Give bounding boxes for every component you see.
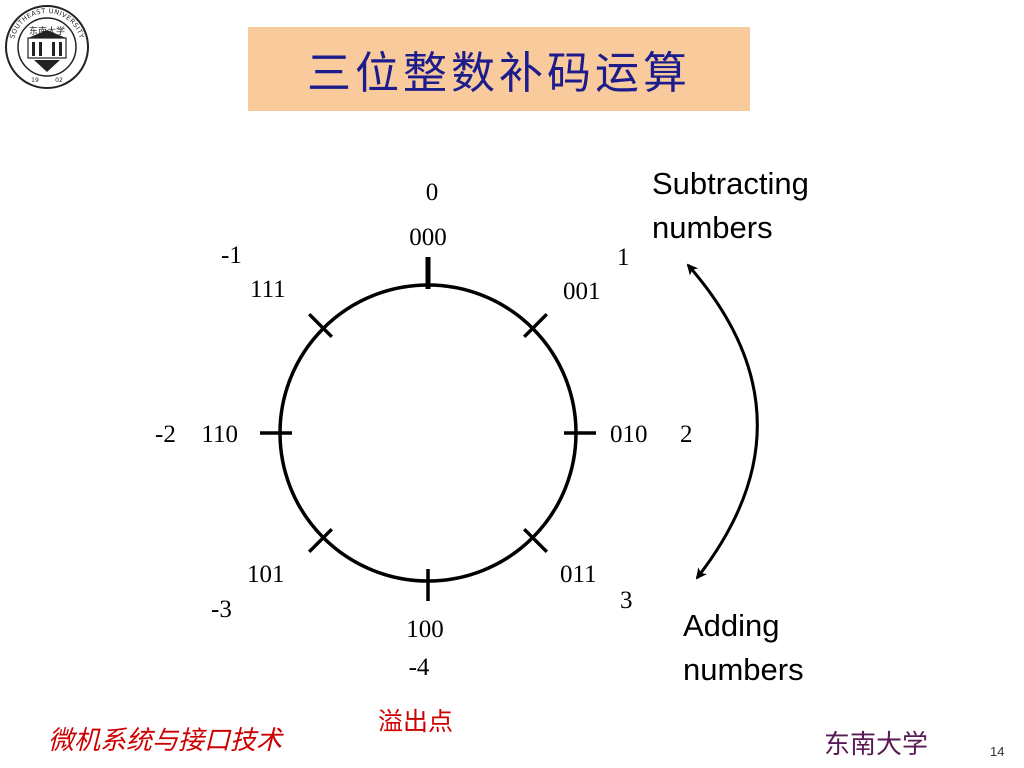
adding-label-line2: numbers <box>683 652 804 687</box>
decimal-label-minus-4: -4 <box>409 654 430 681</box>
footer-course-title: 微机系统与接口技术 <box>48 726 283 756</box>
binary-label-110: 110 <box>201 421 238 448</box>
title-box: 三位整数补码运算 <box>248 27 750 111</box>
subtracting-label-line1: Subtracting <box>652 166 809 201</box>
decimal-label-1: 1 <box>617 244 630 271</box>
adding-label-line1: Adding <box>683 608 780 643</box>
decimal-label-minus-1: -1 <box>221 242 242 269</box>
direction-arrow <box>686 263 759 580</box>
footer-university: 东南大学 <box>824 730 929 760</box>
svg-text:02: 02 <box>55 77 63 84</box>
decimal-label-3: 3 <box>620 587 633 614</box>
decimal-label-minus-2: -2 <box>155 421 176 448</box>
tick-001 <box>522 312 549 339</box>
binary-label-111: 111 <box>250 276 286 303</box>
binary-label-000: 000 <box>409 224 447 251</box>
binary-label-011: 011 <box>560 561 597 588</box>
binary-label-001: 001 <box>563 278 601 305</box>
page-number: 14 <box>990 744 1005 759</box>
decimal-label-minus-3: -3 <box>211 596 232 623</box>
tick-011 <box>522 527 549 554</box>
page-title: 三位整数补码运算 <box>307 48 691 99</box>
wheel-ticks <box>260 257 596 601</box>
tick-111 <box>307 312 334 339</box>
university-logo: SOUTHEAST UNIVERSITY 东南大学 19 02 <box>5 5 89 89</box>
tick-101 <box>307 527 334 554</box>
subtracting-label-line2: numbers <box>652 210 773 245</box>
decimal-label-2: 2 <box>680 421 693 448</box>
overflow-point-label: 溢出点 <box>378 707 454 736</box>
binary-label-100: 100 <box>406 616 444 643</box>
decimal-label-0: 0 <box>426 179 439 206</box>
binary-label-101: 101 <box>247 561 285 588</box>
svg-text:19: 19 <box>31 77 39 84</box>
binary-label-010: 010 <box>610 421 648 448</box>
